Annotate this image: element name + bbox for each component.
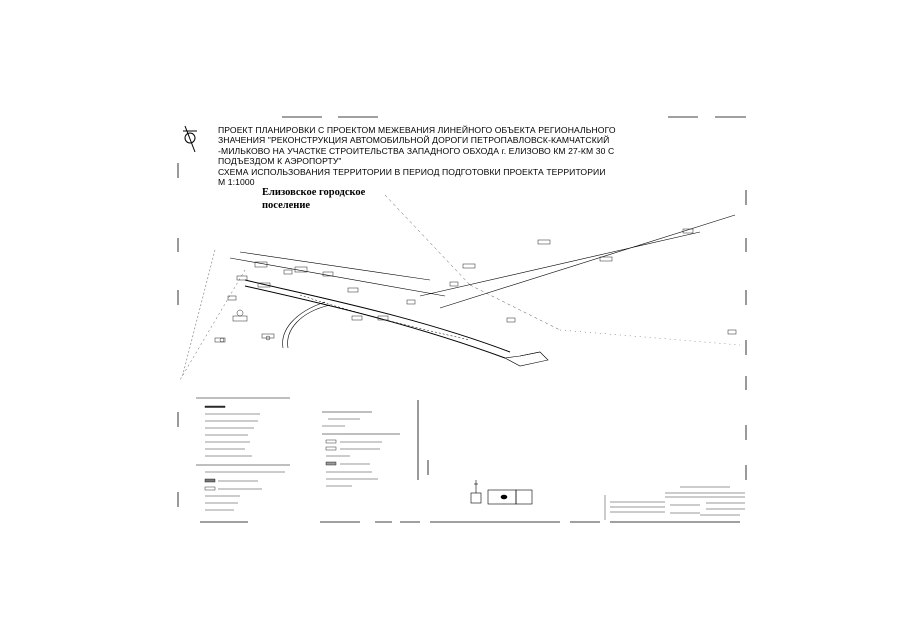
right-of-way-lines: [229, 214, 736, 309]
region-label: Елизовское городское поселение: [262, 187, 365, 212]
title-block-stamp: [604, 486, 745, 520]
title-line-2: ЗНАЧЕНИЯ "РЕКОНСТРУКЦИЯ АВТОМОБИЛЬНОЙ ДО…: [218, 135, 610, 146]
key-map-inset: [470, 480, 533, 505]
main-road: [244, 279, 511, 359]
title-line-5: СХЕМА ИСПОЛЬЗОВАНИЯ ТЕРРИТОРИИ В ПЕРИОД …: [218, 166, 606, 177]
point-markers: [219, 309, 271, 343]
boundary-lines: [179, 194, 741, 381]
drawing-title: ПРОЕКТ ПЛАНИРОВКИ С ПРОЕКТОМ МЕЖЕВАНИЯ Л…: [218, 125, 616, 188]
legend-left: [196, 397, 290, 511]
title-line-scale: М 1:1000: [218, 177, 255, 188]
region-label-line-2: поселение: [262, 199, 311, 211]
road-end-area: [504, 351, 549, 367]
sheet-frame-sides: [177, 163, 747, 507]
region-label-line-1: Елизовское городское: [262, 187, 366, 198]
title-line-4: ПОДЪЕЗДОМ К АЭРОПОРТУ": [218, 156, 342, 167]
north-arrow-icon: [183, 125, 197, 153]
title-line-3: -МИЛЬКОВО НА УЧАСТКЕ СТРОИТЕЛЬСТВА ЗАПАД…: [218, 145, 615, 156]
parcel-tags: [214, 228, 737, 343]
access-road: [282, 301, 331, 349]
title-line-1: ПРОЕКТ ПЛАНИРОВКИ С ПРОЕКТОМ МЕЖЕВАНИЯ Л…: [218, 125, 616, 135]
legend-right: [322, 400, 429, 487]
